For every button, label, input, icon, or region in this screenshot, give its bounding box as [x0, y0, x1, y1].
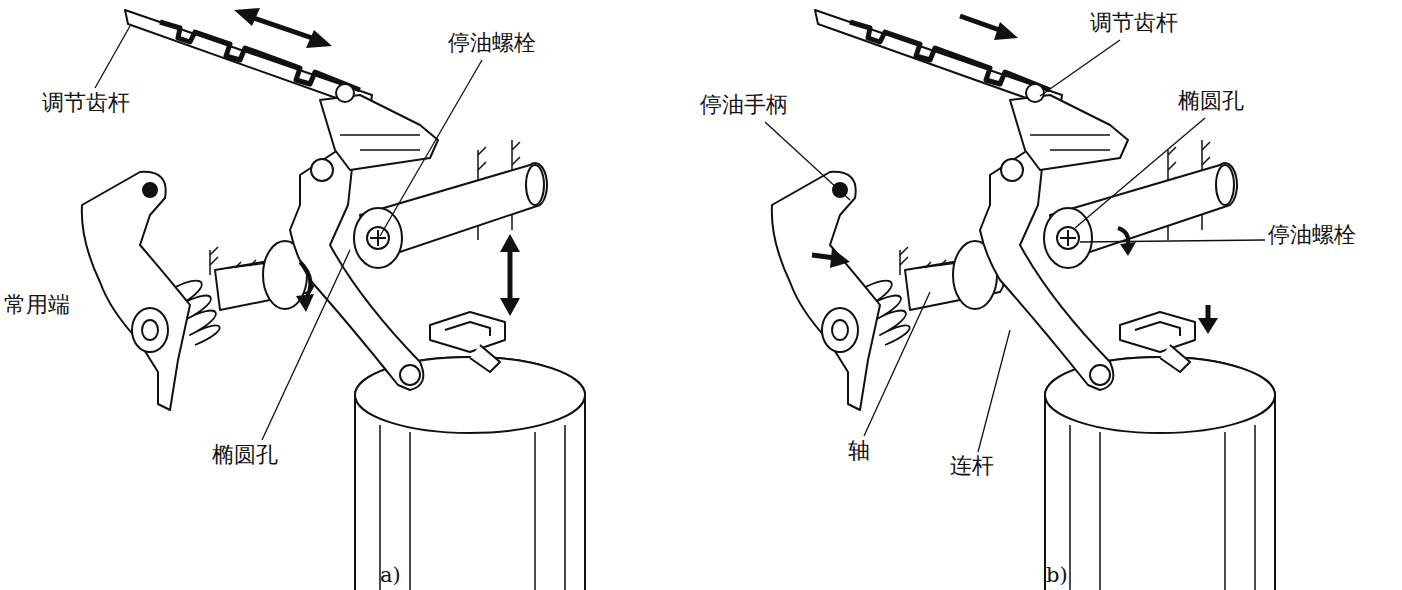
part-label: 连杆	[950, 453, 994, 479]
part-label: 调节齿杆	[1090, 10, 1178, 36]
part-label: 椭圆孔	[212, 442, 278, 468]
part-label: 停油手柄	[700, 92, 788, 118]
subfigure-label: a)	[380, 563, 401, 588]
part-label: 常用端	[4, 292, 70, 318]
subfigure-label: b)	[1046, 563, 1068, 588]
part-label: 停油螺栓	[448, 30, 536, 56]
part-label: 椭圆孔	[1178, 88, 1244, 114]
part-label: 调节齿杆	[42, 90, 130, 116]
part-label: 轴	[848, 438, 870, 464]
part-label: 停油螺栓	[1268, 222, 1356, 248]
